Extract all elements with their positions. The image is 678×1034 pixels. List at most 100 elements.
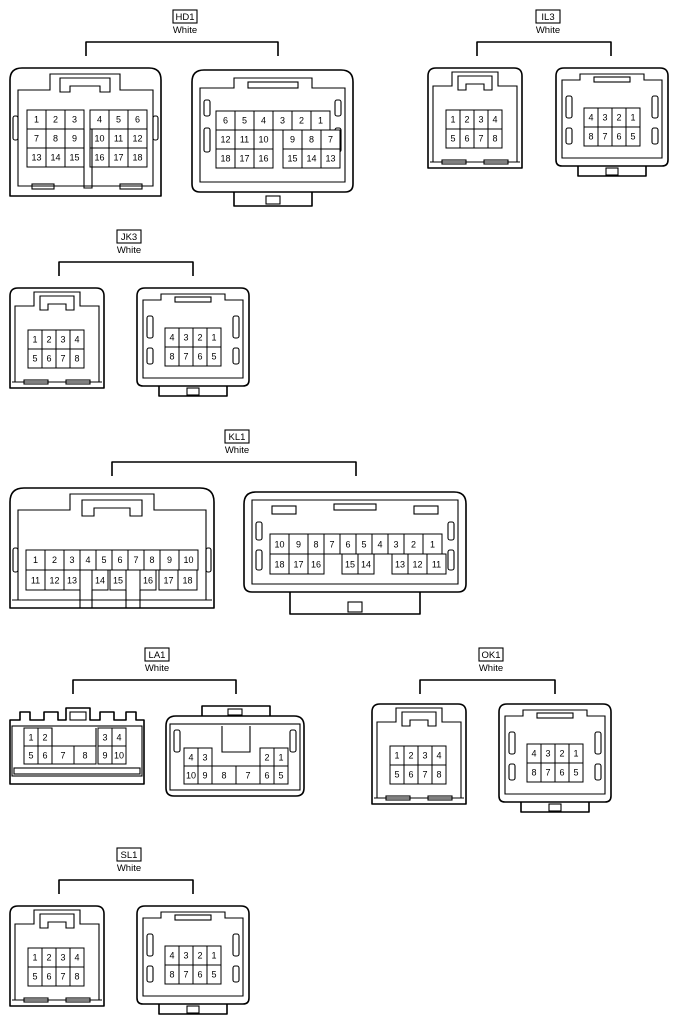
pin-number: 6 <box>408 770 413 780</box>
connector-bracket <box>58 261 194 276</box>
pin-number: 14 <box>95 576 105 586</box>
pin-number: 1 <box>573 749 578 759</box>
pin-number: 15 <box>287 154 297 164</box>
pin-number: 5 <box>32 972 37 982</box>
pin-number: 4 <box>188 753 193 763</box>
pin-number: 5 <box>28 751 33 761</box>
pin-number: 3 <box>393 540 398 550</box>
pin-number: 7 <box>602 132 607 142</box>
pin-number: 3 <box>60 953 65 963</box>
connector-id-label: HD1 <box>175 12 194 23</box>
pin-number: 4 <box>116 733 121 743</box>
pin-number: 3 <box>422 751 427 761</box>
pin-number: 8 <box>53 134 58 144</box>
pin-number: 8 <box>492 134 497 144</box>
pin-number: 5 <box>361 540 366 550</box>
pin-cell <box>426 553 447 575</box>
pin-number: 6 <box>197 970 202 980</box>
pin-number: 5 <box>32 354 37 364</box>
pin-number: 7 <box>60 751 65 761</box>
pin-number: 9 <box>296 540 301 550</box>
pin-number: 4 <box>85 555 90 565</box>
pin-number: 4 <box>74 953 79 963</box>
pin-number: 5 <box>101 555 106 565</box>
pin-number: 12 <box>49 576 59 586</box>
connector-id-label: LA1 <box>149 650 166 661</box>
pin-number: 1 <box>630 113 635 123</box>
pin-number: 16 <box>143 576 153 586</box>
pin-number: 9 <box>102 751 107 761</box>
pin-number: 10 <box>186 771 196 781</box>
pin-number: 1 <box>28 733 33 743</box>
pin-number: 9 <box>167 555 172 565</box>
pin-number: 2 <box>464 115 469 125</box>
pin-cell <box>625 126 641 147</box>
pin-cell <box>320 148 341 169</box>
pin-number: 1 <box>318 116 323 126</box>
pin-number: 6 <box>464 134 469 144</box>
pin-number: 7 <box>133 555 138 565</box>
pin-number: 5 <box>450 134 455 144</box>
connector-color-label: White <box>536 25 560 36</box>
pin-number: 8 <box>221 771 226 781</box>
pin-number: 17 <box>113 153 123 163</box>
pin-number: 8 <box>149 555 154 565</box>
pin-number: 17 <box>239 154 249 164</box>
connector-color-label: White <box>173 25 197 36</box>
pin-number: 2 <box>46 335 51 345</box>
pin-number: 8 <box>588 132 593 142</box>
pin-number: 12 <box>412 560 422 570</box>
pin-number: 2 <box>411 540 416 550</box>
pin-cell <box>73 745 97 765</box>
pin-number: 4 <box>436 751 441 761</box>
connector-bracket <box>85 41 279 56</box>
pin-number: 5 <box>278 771 283 781</box>
pin-number: 3 <box>280 116 285 126</box>
pin-number: 10 <box>114 751 124 761</box>
pin-number: 13 <box>395 560 405 570</box>
pin-number: 1 <box>211 333 216 343</box>
pin-number: 5 <box>116 115 121 125</box>
pin-number: 16 <box>94 153 104 163</box>
pin-number: 10 <box>94 134 104 144</box>
pin-number: 4 <box>169 333 174 343</box>
pin-number: 4 <box>261 116 266 126</box>
pin-number: 7 <box>60 972 65 982</box>
pin-number: 3 <box>183 951 188 961</box>
pin-number: 1 <box>211 951 216 961</box>
connector-color-label: White <box>479 663 503 674</box>
pin-cell <box>273 765 289 785</box>
connector-color-label: White <box>145 663 169 674</box>
pin-number: 5 <box>242 116 247 126</box>
pin-number: 18 <box>220 154 230 164</box>
pin-number: 4 <box>74 335 79 345</box>
pin-number: 2 <box>559 749 564 759</box>
pin-number: 5 <box>394 770 399 780</box>
pin-number: 18 <box>182 576 192 586</box>
pin-number: 2 <box>616 113 621 123</box>
pin-cell <box>177 569 198 591</box>
pin-number: 6 <box>345 540 350 550</box>
pin-number: 1 <box>278 753 283 763</box>
pin-number: 2 <box>52 555 57 565</box>
connector-id-label: SL1 <box>121 850 138 861</box>
connector-color-label: White <box>117 245 141 256</box>
pin-number: 7 <box>328 135 333 145</box>
pin-number: 6 <box>559 768 564 778</box>
pin-number: 18 <box>274 560 284 570</box>
pin-number: 17 <box>293 560 303 570</box>
pin-number: 3 <box>60 335 65 345</box>
pin-number: 6 <box>616 132 621 142</box>
pin-number: 6 <box>117 555 122 565</box>
